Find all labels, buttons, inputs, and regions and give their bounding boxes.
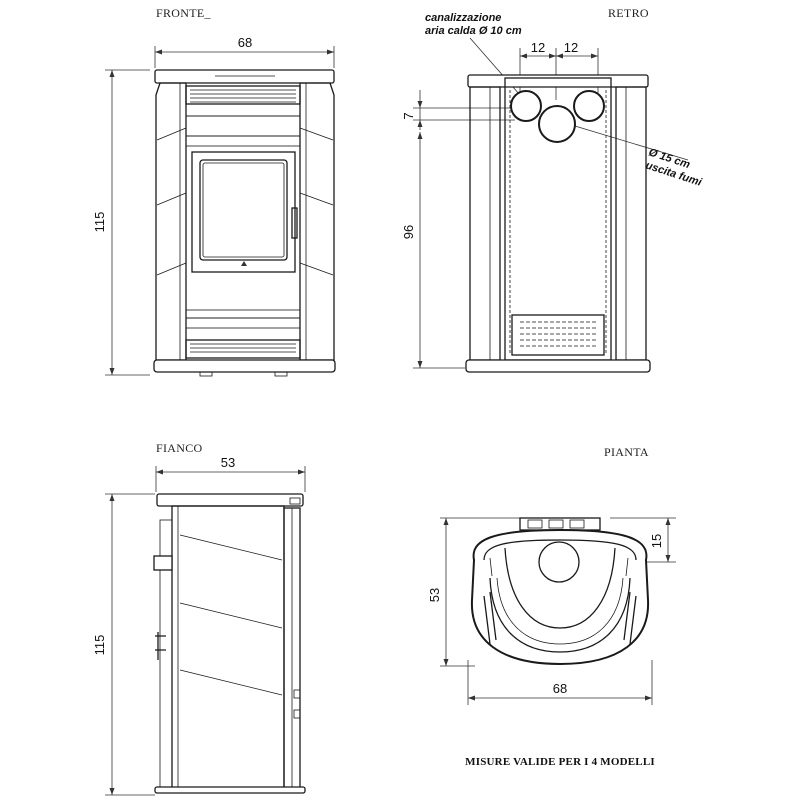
front-left-panel — [155, 82, 187, 361]
plan-front-curve — [489, 577, 631, 653]
plan-inner-body — [504, 547, 616, 629]
plan-outline — [470, 528, 650, 666]
rear-height-label: 96 — [401, 225, 416, 239]
side-depth-label: 53 — [221, 455, 235, 470]
side-height-dimension: 115 — [92, 493, 155, 796]
front-width-dimension: 68 — [154, 35, 335, 68]
plan-top-band — [483, 539, 637, 561]
plan-view: PIANTA 53 15 68 — [427, 445, 676, 705]
front-height-dimension: 115 — [92, 69, 150, 376]
validity-note: MISURE VALIDE PER I 4 MODELLI — [465, 756, 655, 768]
front-door-handle — [291, 207, 298, 239]
brand-logo-icon — [241, 261, 247, 266]
rear-view-title: RETRO — [608, 6, 649, 20]
side-ribs — [179, 534, 283, 696]
rear-view: RETRO canalizzazione aria calda Ø 10 cm … — [401, 6, 704, 373]
side-view-title: FIANCO — [156, 441, 203, 455]
hot-air-duct-left — [510, 90, 542, 122]
front-height-label: 115 — [92, 212, 107, 233]
rear-spacing-left-label: 12 — [531, 40, 545, 55]
front-right-panel — [299, 82, 335, 361]
side-upper-hinge — [153, 555, 173, 571]
plan-width-dimension: 68 — [467, 660, 653, 705]
front-bottom-grille — [185, 339, 301, 359]
rear-base — [465, 359, 651, 373]
front-top-grille — [185, 85, 301, 105]
front-top-plate — [154, 69, 335, 84]
hot-air-duct-right — [573, 90, 605, 122]
plan-right-grip — [623, 591, 637, 645]
flue-outlet — [538, 105, 576, 143]
duct-label-line2: aria calda Ø 10 cm — [425, 25, 522, 37]
side-height-label: 115 — [92, 635, 107, 656]
rear-spacing-right-label: 12 — [564, 40, 578, 55]
front-left-ribs — [156, 127, 187, 276]
side-depth-dimension: 53 — [155, 455, 306, 492]
front-view: FRONTE_ 68 115 — [92, 6, 336, 377]
plan-depth-dimension: 53 — [427, 517, 520, 667]
plan-view-title: PIANTA — [604, 445, 649, 459]
plan-flue-outlet — [538, 541, 580, 583]
rear-right-panel — [615, 86, 647, 361]
rear-height-dimension: 96 — [401, 132, 465, 369]
front-base — [153, 359, 336, 373]
front-door-glass — [199, 159, 288, 261]
side-top-plate — [156, 493, 304, 507]
rear-top-plate — [467, 74, 649, 88]
rear-bottom-mesh — [511, 314, 605, 356]
plan-width-label: 68 — [553, 681, 567, 696]
plan-depth-label: 53 — [427, 588, 442, 602]
duct-label-line1: canalizzazione — [425, 12, 501, 24]
side-view: FIANCO 53 115 — [92, 441, 306, 796]
front-door — [191, 151, 296, 273]
rear-offset-label: 7 — [401, 112, 416, 119]
side-body — [171, 505, 285, 792]
front-width-label: 68 — [238, 35, 252, 50]
rear-offset-dimension: 7 — [401, 90, 515, 130]
side-base — [154, 786, 306, 794]
side-handle — [155, 632, 166, 660]
plan-left-grip — [483, 591, 497, 645]
plan-offset-label: 15 — [649, 534, 664, 548]
front-right-ribs — [299, 127, 334, 276]
rear-left-panel — [469, 86, 501, 361]
flue-leader-line — [554, 119, 689, 161]
front-view-title: FRONTE_ — [156, 6, 211, 20]
